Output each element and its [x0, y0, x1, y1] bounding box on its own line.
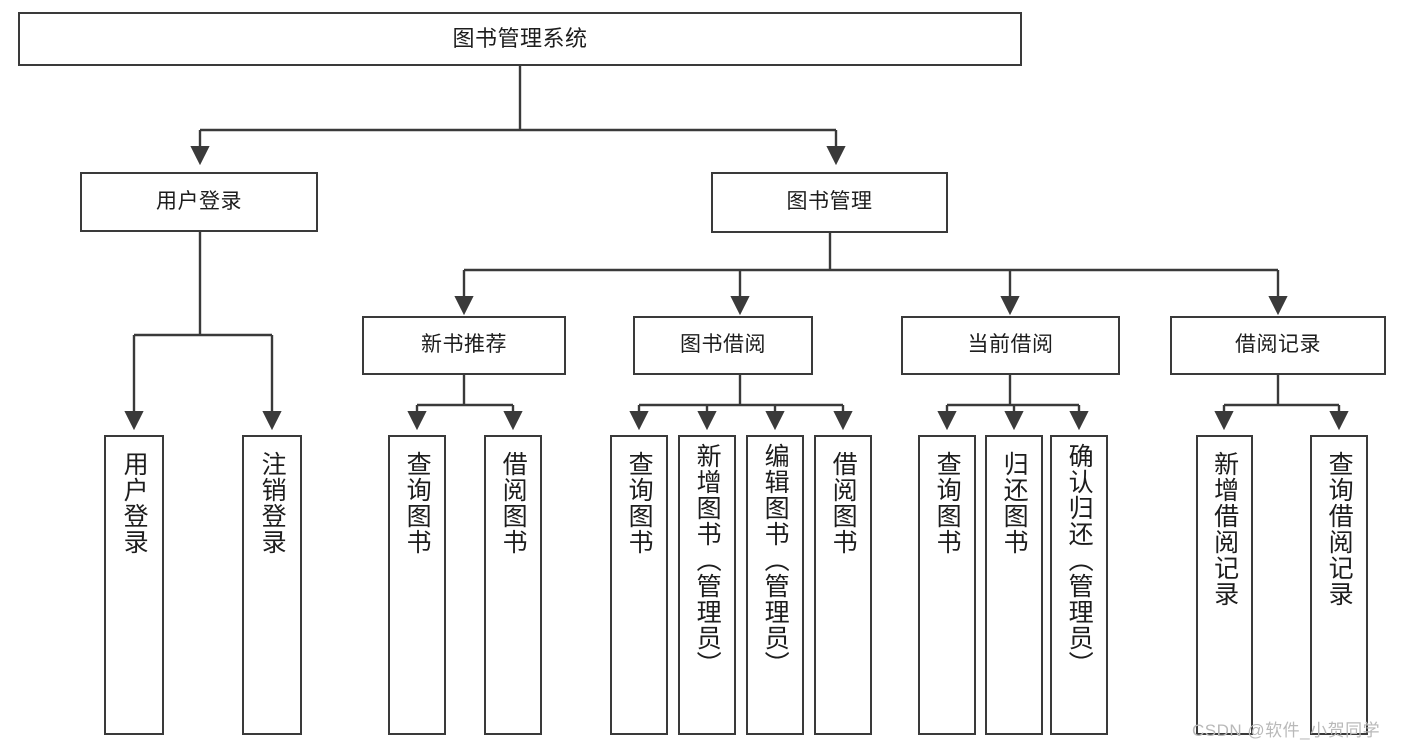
- node-new-book-recommend[interactable]: 新书推荐: [362, 316, 566, 375]
- node-book-borrow-label: 图书借阅: [680, 333, 766, 357]
- leaf-edit-book-admin-label: 编辑图书（管理员）: [761, 443, 790, 677]
- leaf-user-login[interactable]: 用户登录: [104, 435, 164, 735]
- node-new-book-recommend-label: 新书推荐: [421, 333, 507, 357]
- node-root[interactable]: 图书管理系统: [18, 12, 1022, 66]
- csdn-watermark: CSDN @软件_小贺同学: [1192, 721, 1381, 740]
- leaf-query-borrow-record[interactable]: 查询借阅记录: [1310, 435, 1368, 735]
- leaf-borrow-book[interactable]: 借阅图书: [814, 435, 872, 735]
- leaf-confirm-return-admin-label: 确认归还（管理员）: [1065, 443, 1094, 677]
- leaf-return-book[interactable]: 归还图书: [985, 435, 1043, 735]
- leaf-query-book-borrow[interactable]: 查询图书: [610, 435, 668, 735]
- leaf-query-book-recommend[interactable]: 查询图书: [388, 435, 446, 735]
- node-borrow-record-label: 借阅记录: [1235, 333, 1321, 357]
- leaf-query-borrow-record-label: 查询借阅记录: [1325, 451, 1354, 607]
- leaf-return-book-label: 归还图书: [1000, 451, 1029, 555]
- leaf-add-borrow-record-label: 新增借阅记录: [1210, 451, 1239, 607]
- leaf-query-book-recommend-label: 查询图书: [403, 451, 432, 555]
- leaf-user-login-label: 用户登录: [120, 451, 149, 555]
- node-root-label: 图书管理系统: [452, 26, 588, 52]
- leaf-borrow-book-recommend[interactable]: 借阅图书: [484, 435, 542, 735]
- leaf-query-book-current[interactable]: 查询图书: [918, 435, 976, 735]
- node-current-borrow[interactable]: 当前借阅: [901, 316, 1120, 375]
- leaf-add-book-admin-label: 新增图书（管理员）: [693, 443, 722, 677]
- leaf-edit-book-admin[interactable]: 编辑图书（管理员）: [746, 435, 804, 735]
- node-borrow-record[interactable]: 借阅记录: [1170, 316, 1386, 375]
- leaf-borrow-book-recommend-label: 借阅图书: [499, 451, 528, 555]
- leaf-query-book-borrow-label: 查询图书: [625, 451, 654, 555]
- leaf-confirm-return-admin[interactable]: 确认归还（管理员）: [1050, 435, 1108, 735]
- node-user-login[interactable]: 用户登录: [80, 172, 318, 232]
- leaf-borrow-book-label: 借阅图书: [829, 451, 858, 555]
- leaf-query-book-current-label: 查询图书: [933, 451, 962, 555]
- node-user-login-label: 用户登录: [156, 189, 242, 213]
- leaf-add-book-admin[interactable]: 新增图书（管理员）: [678, 435, 736, 735]
- node-book-borrow[interactable]: 图书借阅: [633, 316, 813, 375]
- node-book-management-label: 图书管理: [786, 190, 873, 214]
- node-book-management[interactable]: 图书管理: [711, 172, 948, 233]
- node-current-borrow-label: 当前借阅: [967, 333, 1054, 357]
- leaf-logout-label: 注销登录: [258, 451, 287, 555]
- leaf-logout[interactable]: 注销登录: [242, 435, 302, 735]
- leaf-add-borrow-record[interactable]: 新增借阅记录: [1196, 435, 1253, 735]
